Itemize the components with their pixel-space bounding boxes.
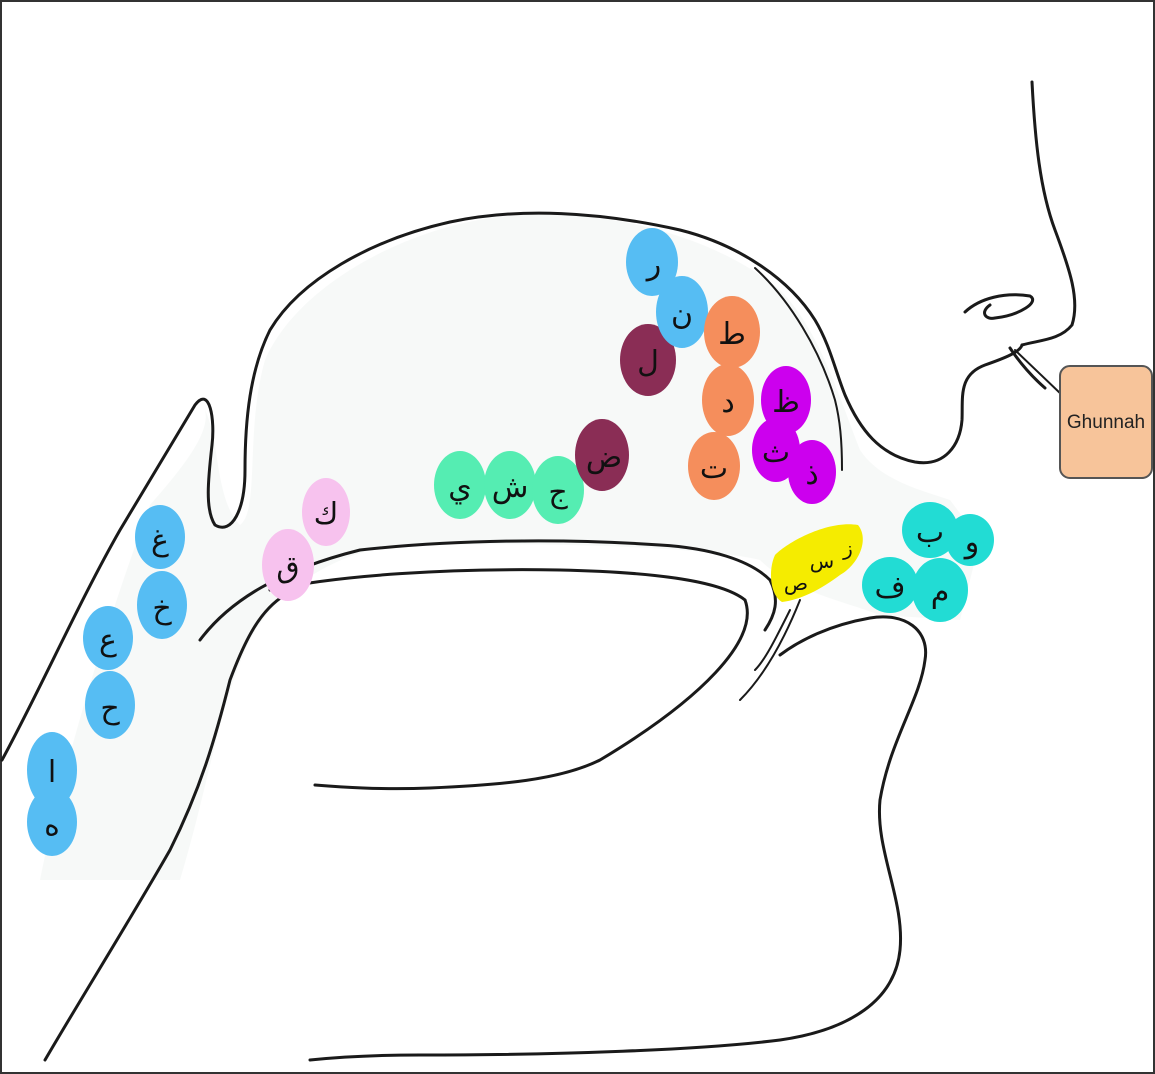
letter-za-whistle: ز (842, 536, 853, 560)
letter-ayn: ع (99, 623, 117, 658)
letter-ya: ي (448, 470, 471, 505)
letter-waw: و (963, 525, 980, 560)
letter-shin: ش (492, 470, 529, 505)
letter-sad: ص (784, 571, 808, 595)
letter-sin: س (810, 549, 834, 573)
letter-tha: ث (762, 435, 790, 470)
tongue-inner-surface (270, 570, 745, 600)
letter-lam: ل (637, 345, 659, 380)
letter-kha: خ (152, 591, 172, 626)
letter-qaf: ق (276, 550, 299, 585)
letter-mim: م (931, 575, 950, 610)
ghunnah-box: Ghunnah (1060, 366, 1152, 478)
letter-jim: ج (548, 475, 568, 510)
letter-kaf: ك (314, 497, 339, 532)
tongue-tip (315, 600, 747, 789)
ghunnah-label: Ghunnah (1067, 412, 1145, 433)
lower-lip-jaw (310, 617, 926, 1060)
letter-fa: ف (874, 570, 905, 605)
letter-hha: ح (100, 691, 120, 726)
letter-nun: ن (671, 297, 693, 332)
letter-ta-heavy: ط (718, 317, 746, 352)
nostril-outline (965, 295, 1033, 319)
letter-alif: ا (48, 755, 56, 790)
letter-dhal: ذ (805, 457, 818, 492)
tongue-middle-letters: ي ش ج (434, 451, 584, 524)
dhad-letter-group: ض (575, 419, 629, 491)
letter-dal: د (721, 385, 734, 420)
letter-ha-throat: ه (44, 808, 60, 843)
upper-lip (1010, 348, 1045, 388)
letter-ghayn: غ (151, 523, 169, 558)
letter-ta: ت (700, 451, 728, 486)
letter-za: ظ (772, 385, 800, 420)
letter-ba: ب (916, 515, 944, 550)
letter-ra: ر (645, 247, 662, 282)
nasal-line (1015, 350, 1062, 395)
letter-dhad: ض (586, 440, 622, 475)
